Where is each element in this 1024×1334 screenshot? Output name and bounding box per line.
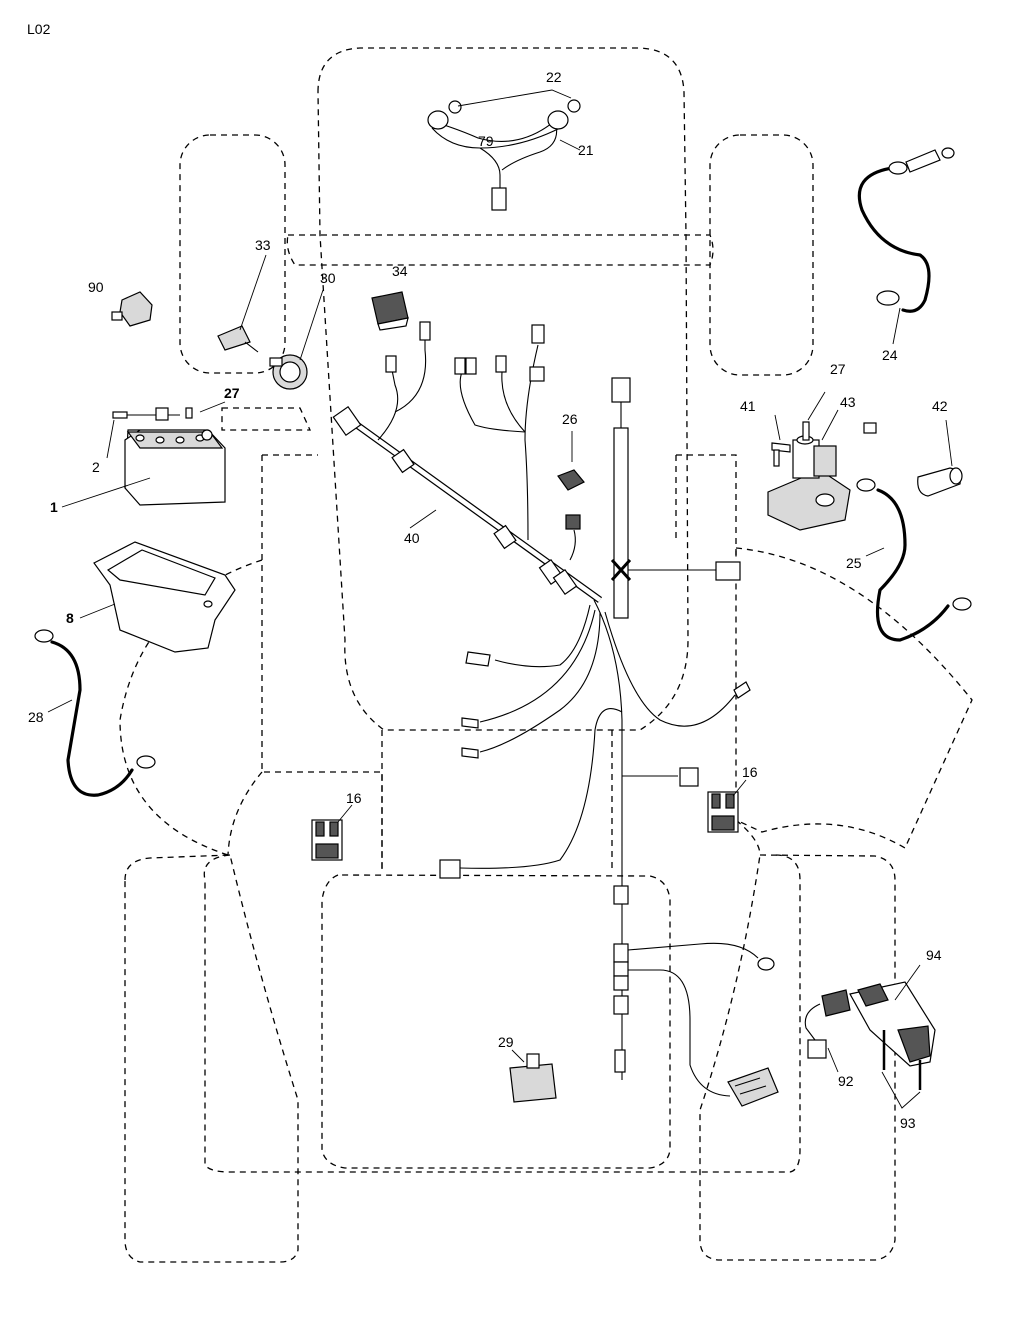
starter-solenoid bbox=[767, 391, 877, 531]
callout-24: 24 bbox=[882, 347, 898, 363]
callout-8: 8 bbox=[66, 610, 74, 626]
callout-28: 28 bbox=[28, 709, 44, 725]
chassis-outline bbox=[119, 47, 973, 1263]
battery-tray bbox=[79, 541, 236, 653]
main-wire-harness bbox=[332, 321, 775, 1097]
battery-cable-25 bbox=[856, 478, 972, 642]
callout-94: 94 bbox=[926, 947, 942, 963]
diagram-code: L02 bbox=[27, 21, 51, 37]
screws-93 bbox=[881, 1030, 922, 1109]
callout-27-left: 27 bbox=[224, 385, 240, 401]
switch-34 bbox=[371, 291, 409, 331]
callout-43: 43 bbox=[840, 394, 856, 410]
callout-42: 42 bbox=[932, 398, 948, 414]
callout-25: 25 bbox=[846, 555, 862, 571]
callout-90: 90 bbox=[88, 279, 104, 295]
callout-16-left: 16 bbox=[346, 790, 362, 806]
ignition-key-33 bbox=[217, 254, 267, 353]
battery-cable-24 bbox=[857, 147, 955, 345]
callout-22: 22 bbox=[546, 69, 562, 85]
callout-79: 79 bbox=[478, 133, 494, 149]
callout-40: 40 bbox=[404, 530, 420, 546]
callout-26: 26 bbox=[562, 411, 578, 427]
battery bbox=[61, 401, 226, 508]
callout-34: 34 bbox=[392, 263, 408, 279]
module-94 bbox=[849, 964, 936, 1067]
callout-33: 33 bbox=[255, 237, 271, 253]
terminal-boot bbox=[917, 419, 963, 497]
switch-16-right bbox=[707, 779, 747, 833]
harness-end-connector bbox=[727, 1067, 779, 1107]
callout-27-right: 27 bbox=[830, 361, 846, 377]
callout-30: 30 bbox=[320, 270, 336, 286]
callout-93: 93 bbox=[900, 1115, 916, 1131]
callout-92: 92 bbox=[838, 1073, 854, 1089]
ignition-switch-30 bbox=[269, 289, 324, 390]
callout-21: 21 bbox=[578, 142, 594, 158]
callout-2: 2 bbox=[92, 459, 100, 475]
fuse-26 bbox=[557, 431, 585, 491]
relay-90 bbox=[111, 291, 153, 327]
battery-cable-28 bbox=[34, 629, 156, 797]
connector-92 bbox=[804, 989, 851, 1073]
switch-29 bbox=[509, 1049, 557, 1103]
headlight-harness bbox=[427, 89, 581, 211]
callout-16-right: 16 bbox=[742, 764, 758, 780]
callout-29: 29 bbox=[498, 1034, 514, 1050]
callout-1: 1 bbox=[50, 499, 58, 515]
callout-41: 41 bbox=[740, 398, 756, 414]
switch-16-left bbox=[311, 804, 353, 861]
